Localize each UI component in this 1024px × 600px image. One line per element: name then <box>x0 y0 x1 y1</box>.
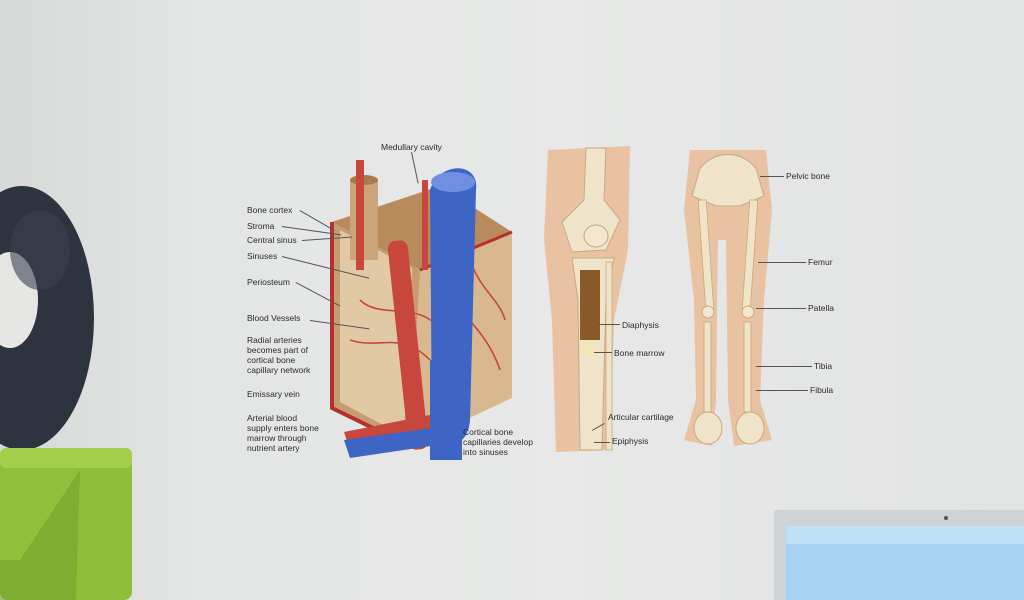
label-tibia: Tibia <box>814 361 833 371</box>
label-medullary-cavity: Medullary cavity <box>381 142 442 152</box>
label-articular-cartilage: Articular cartilage <box>608 412 674 422</box>
label-sinuses: Sinuses <box>247 251 278 261</box>
leader-pelvic <box>760 176 784 177</box>
dark-cushion <box>0 186 94 450</box>
label-central-sinus: Central sinus <box>247 235 297 245</box>
label-cortical-capillaries: Cortical bone capillaries develop into s… <box>463 427 533 457</box>
legs-illustration <box>684 150 772 446</box>
label-bone-marrow: Bone marrow <box>614 348 665 358</box>
leader-epiphysis <box>594 442 610 443</box>
label-bone-cortex: Bone cortex <box>247 205 293 215</box>
label-emissary-vein: Emissary vein <box>247 389 300 399</box>
label-pelvic-bone: Pelvic bone <box>786 171 830 181</box>
bone-cross-section <box>330 160 513 460</box>
label-patella: Patella <box>808 303 834 313</box>
label-stroma: Stroma <box>247 221 275 231</box>
leader-femur <box>758 262 806 263</box>
label-epiphysis: Epiphysis <box>612 436 649 446</box>
label-femur: Femur <box>808 257 833 267</box>
label-blood-vessels: Blood Vessels <box>247 313 301 323</box>
label-fibula: Fibula <box>810 385 834 395</box>
leader-bone-marrow <box>594 352 612 353</box>
leader-diaphysis <box>598 324 620 325</box>
knee-illustration <box>544 146 630 452</box>
label-arterial-blood: Arterial blood supply enters bone marrow… <box>247 413 319 453</box>
label-periosteum: Periosteum <box>247 277 290 287</box>
label-radial-arteries: Radial arteries becomes part of cortical… <box>247 335 311 375</box>
leader-tibia <box>756 366 812 367</box>
computer-monitor <box>774 510 1024 600</box>
leader-patella <box>756 308 806 309</box>
label-diaphysis: Diaphysis <box>622 320 659 330</box>
leader-fibula <box>756 390 808 391</box>
green-sofa <box>0 448 132 600</box>
